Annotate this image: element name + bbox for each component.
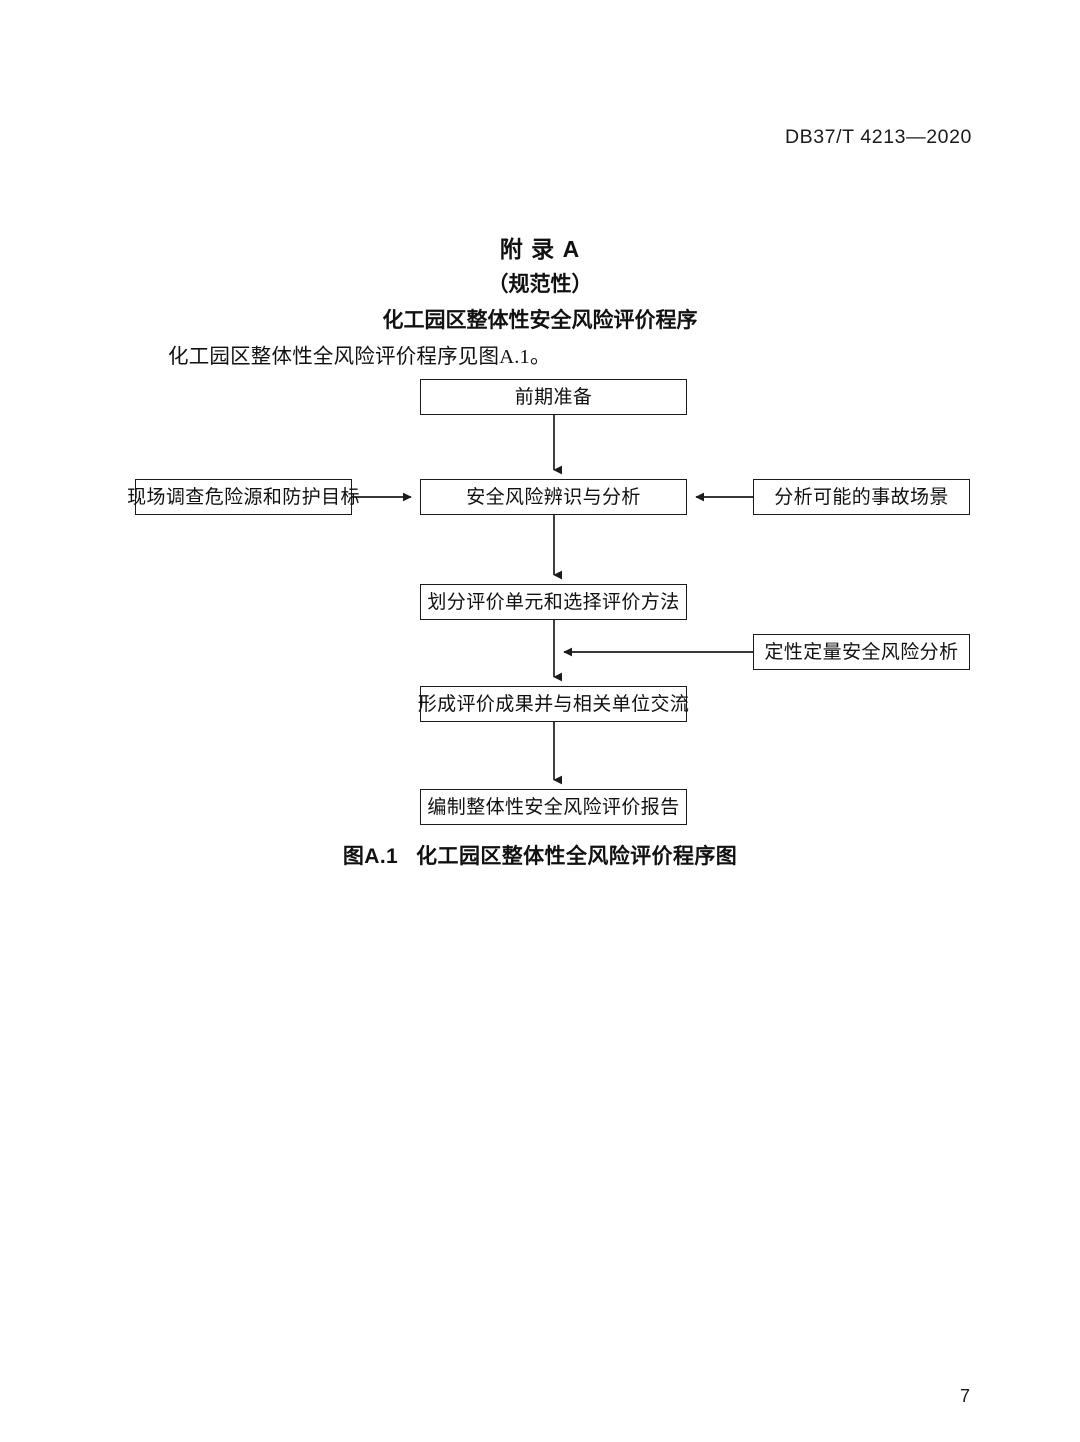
flow-node-prep[interactable]: 前期准备 (420, 379, 687, 415)
figure-caption-text: 化工园区整体性全风险评价程序图 (416, 845, 738, 868)
annex-kind: （规范性） (487, 273, 593, 296)
standard-number-header: DB37/T 4213—2020 (784, 126, 972, 148)
figure-caption: 图A.1 化工园区整体性全风险评价程序图 (0, 840, 1080, 870)
intro-paragraph: 化工园区整体性全风险评价程序见图A.1。 (168, 346, 551, 368)
flow-node-results[interactable]: 形成评价成果并与相关单位交流 (418, 686, 689, 722)
flow-node-scenarios[interactable]: 分析可能的事故场景 (753, 479, 970, 515)
flow-node-identify[interactable]: 安全风险辨识与分析 (420, 479, 687, 515)
annex-label: 附 录 A (499, 236, 581, 262)
page-number: 7 (959, 1386, 970, 1406)
flow-node-report[interactable]: 编制整体性安全风险评价报告 (420, 789, 687, 825)
flow-node-qualquant[interactable]: 定性定量安全风险分析 (753, 634, 970, 670)
figure-caption-number: 图A.1 (342, 845, 399, 868)
flow-node-units[interactable]: 划分评价单元和选择评价方法 (420, 584, 687, 620)
annex-name: 化工园区整体性安全风险评价程序 (382, 309, 698, 332)
annex-title-block: 附 录 A （规范性） 化工园区整体性安全风险评价程序 (0, 232, 1080, 338)
flow-node-survey[interactable]: 现场调查危险源和防护目标 (127, 479, 360, 515)
